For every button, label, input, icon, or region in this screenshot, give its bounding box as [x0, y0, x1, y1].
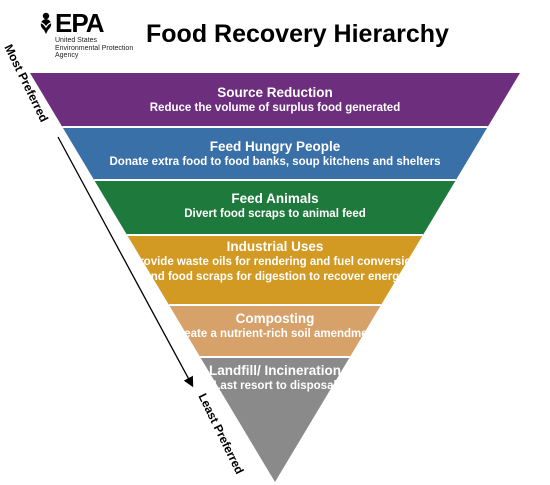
tier-title: Feed Animals: [231, 191, 319, 206]
tier-description: Provide waste oils for rendering and fue…: [131, 256, 419, 283]
tier-description: Divert food scraps to animal feed: [184, 208, 366, 220]
epa-agency-line: Agency: [55, 52, 79, 59]
epa-logo: EPA United States Environmental Protecti…: [36, 10, 146, 60]
epa-agency-name: United States Environmental Protection A…: [55, 37, 150, 60]
tier-title: Source Reduction: [217, 85, 333, 100]
epa-wordmark: EPA: [55, 8, 105, 38]
tier-title: Industrial Uses: [226, 239, 324, 254]
tier-description: Donate extra food to food banks, soup ki…: [109, 156, 441, 168]
epa-agency-line: Environmental Protection: [55, 44, 134, 52]
tier-title: Feed Hungry People: [209, 139, 341, 154]
preference-arrow: [57, 136, 194, 388]
tier-band: [62, 127, 488, 180]
tier-band: [30, 73, 520, 127]
tier-title: Composting: [235, 311, 315, 326]
tier-band: [200, 357, 350, 482]
epa-agency-line: United States: [55, 37, 98, 44]
tier-band: [127, 235, 423, 305]
tier-description: Reduce the volume of surplus food genera…: [149, 102, 401, 114]
tier-description: Create a nutrient-rich soil amendment: [171, 328, 379, 340]
tier-band: [168, 305, 382, 357]
tier-band: [94, 180, 456, 235]
tier-description: Last resort to disposal: [213, 380, 337, 392]
tier-title: Landfill/ Incineration: [208, 363, 341, 378]
epa-flower-icon: [38, 12, 54, 34]
diagram-title: Food Recovery Hierarchy: [146, 20, 449, 48]
